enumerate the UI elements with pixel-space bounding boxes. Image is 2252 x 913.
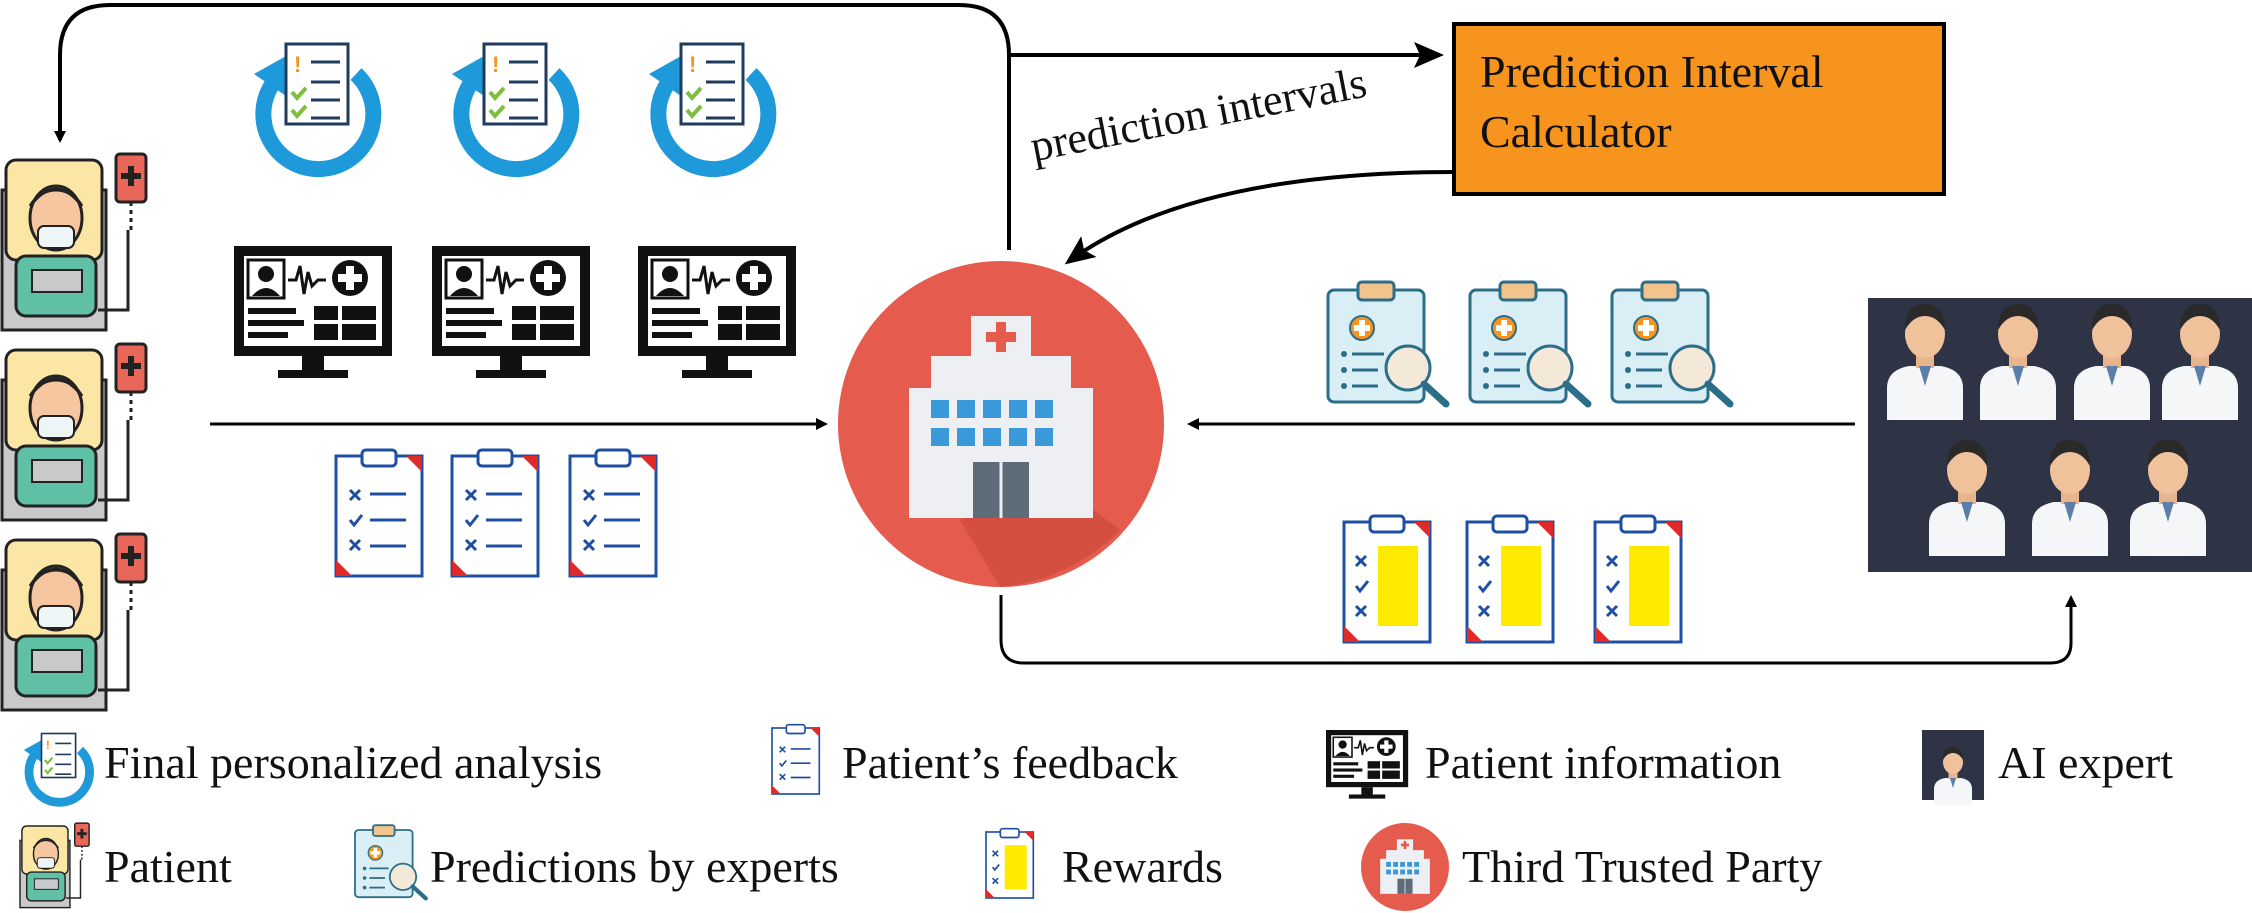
calculator-title-line1: Prediction Interval: [1480, 46, 1824, 97]
legend-patient-label: Patient: [104, 841, 232, 892]
predictions-by-experts-icon: [1328, 282, 1446, 404]
legend-rewards-icon: [985, 827, 1035, 899]
legend-ai-expert-icon: [1922, 730, 1984, 805]
legend-predictions-icon: [355, 825, 426, 898]
patient-icon: [0, 532, 148, 712]
final-analysis-icon: [649, 44, 768, 169]
third-trusted-party-icon: [838, 261, 1164, 587]
patient-icon: [0, 342, 148, 522]
patient-feedback-icon: [568, 448, 658, 578]
legend-third-party-label: Third Trusted Party: [1462, 841, 1823, 892]
loop-arrow: [54, 3, 1011, 250]
final-analysis-icon: [254, 44, 373, 169]
patient-feedback-icon: [334, 448, 424, 578]
legend-rewards-label: Rewards: [1062, 841, 1223, 892]
rewards-icon: [1342, 514, 1432, 644]
legend-feedback-icon: [771, 723, 821, 795]
legend-predictions-label: Predictions by experts: [430, 841, 839, 892]
legend-feedback-label: Patient’s feedback: [842, 737, 1178, 788]
rewards-icon: [1593, 514, 1683, 644]
calculator-title-line2: Calculator: [1480, 106, 1672, 157]
patient-information-icon: [430, 244, 592, 380]
legend-final-analysis-label: Final personalized analysis: [104, 737, 603, 788]
legend-final-analysis-icon: [24, 734, 90, 803]
legend-patient-information-icon: [1325, 729, 1409, 800]
predictions-by-experts-icon: [1612, 282, 1730, 404]
final-analysis-icon: [452, 44, 571, 169]
intervals-arrow: [1064, 170, 1455, 265]
patient-information-icon: [232, 244, 394, 380]
patient-feedback-icon: [450, 448, 540, 578]
legend-patient-information-label: Patient information: [1425, 737, 1782, 788]
rewards-icon: [1465, 514, 1555, 644]
calculator-box: [1452, 22, 1946, 196]
legend-third-party-icon: [1361, 823, 1449, 911]
legend-ai-expert-label: AI expert: [1998, 737, 2173, 788]
predictions-by-experts-icon: [1470, 282, 1588, 404]
rewards-to-experts-arrow: [999, 595, 2077, 665]
ai-expert-panel: [1868, 298, 2252, 572]
legend-patient-icon: [19, 822, 90, 909]
patient-icon: [0, 152, 148, 332]
patient-information-icon: [636, 244, 798, 380]
